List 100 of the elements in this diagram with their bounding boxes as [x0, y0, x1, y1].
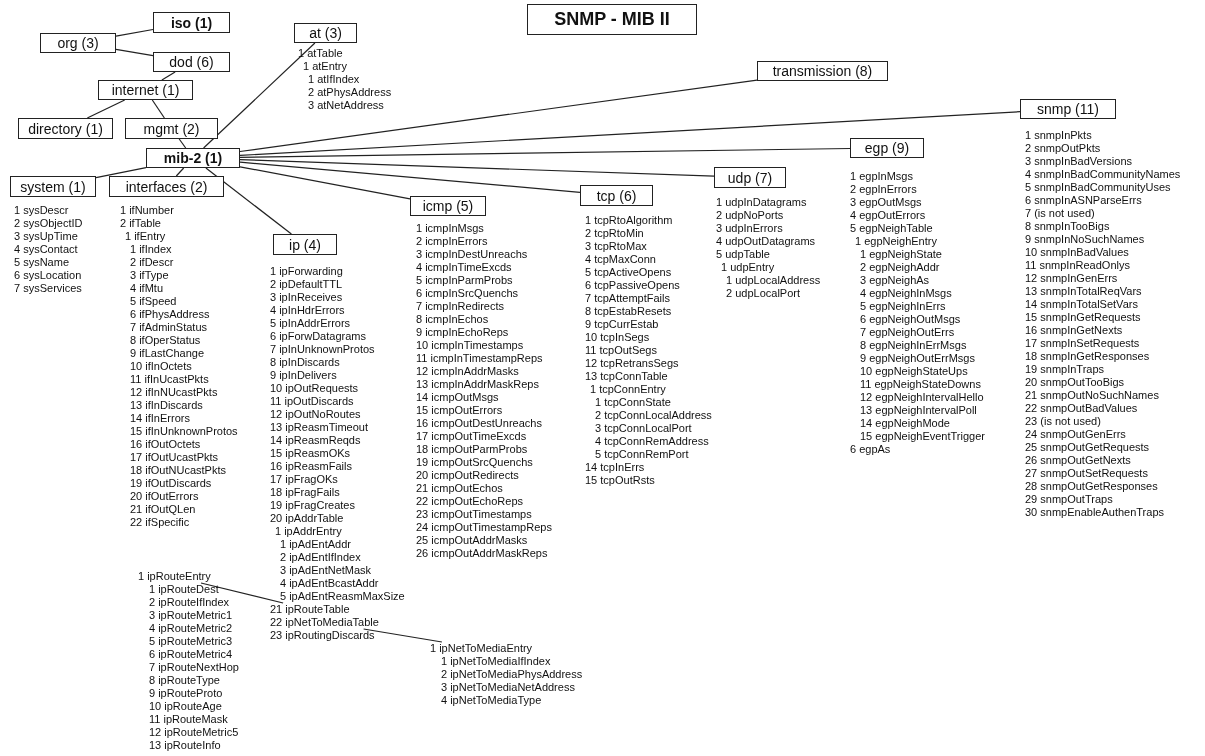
- mib-object-label: 1 sysDescr: [14, 204, 70, 217]
- mib-object-label: 5 ipRouteMetric3: [148, 635, 234, 648]
- mib-object-label: 15 tcpOutRsts: [585, 474, 656, 487]
- mib-object-label: 1 ipRouteEntry: [138, 570, 211, 583]
- mib-object-label: 2 ipDefaultTTL: [270, 278, 344, 291]
- mib-object-label: 13 ifInDiscards: [129, 399, 204, 412]
- mib-object-label: 2 tcpConnLocalAddress: [594, 409, 712, 422]
- mib-object-label: 25 icmpOutAddrMasks: [416, 534, 529, 547]
- node-box: snmp (11): [1020, 99, 1116, 119]
- connector-line: [115, 48, 154, 57]
- mib-object-label: 27 snmpOutSetRequests: [1025, 467, 1149, 480]
- mib-object-label: 19 snmpInTraps: [1025, 363, 1106, 376]
- mib-object-label: 4 icmpInTimeExcds: [416, 261, 513, 274]
- mib-object-label: 2 icmpInErrors: [416, 235, 489, 248]
- mib-object-label: 1 ipNetToMediaEntry: [430, 642, 533, 655]
- mib-object-label: 6 ipForwDatagrams: [270, 330, 367, 343]
- mib-object-label: 12 tcpRetransSegs: [585, 357, 680, 370]
- mib-object-label: 8 ipInDiscards: [270, 356, 341, 369]
- connector-line: [161, 71, 176, 81]
- node-box: dod (6): [153, 52, 230, 72]
- mib-object-label: 1 atIfIndex: [307, 73, 361, 86]
- connector-line: [239, 79, 758, 153]
- node-box: ip (4): [273, 234, 337, 255]
- mib-object-label: 18 icmpOutParmProbs: [416, 443, 529, 456]
- mib-object-label: 5 snmpInBadCommunityUses: [1025, 181, 1172, 194]
- mib-object-label: 21 ifOutQLen: [129, 503, 197, 516]
- mib-object-label: 3 egpOutMsgs: [850, 196, 923, 209]
- mib-object-label: 7 sysServices: [14, 282, 83, 295]
- mib-object-label: 5 egpNeighInErrs: [859, 300, 947, 313]
- mib-object-label: 12 icmpInAddrMasks: [416, 365, 520, 378]
- mib-object-label: 3 snmpInBadVersions: [1025, 155, 1133, 168]
- mib-object-label: 2 ifDescr: [129, 256, 175, 269]
- mib-object-label: 4 ipInHdrErrors: [270, 304, 346, 317]
- mib-object-label: 7 egpNeighOutErrs: [859, 326, 956, 339]
- mib-object-label: 16 ifOutOctets: [129, 438, 202, 451]
- mib-object-label: 13 egpNeighIntervalPoll: [859, 404, 978, 417]
- mib-object-label: 10 snmpInBadValues: [1025, 246, 1130, 259]
- mib-object-label: 15 egpNeighEventTrigger: [859, 430, 985, 443]
- mib-object-label: 2 snmpOutPkts: [1025, 142, 1102, 155]
- mib-object-label: 9 ipInDelivers: [270, 369, 338, 382]
- mib-object-label: 10 ipOutRequests: [270, 382, 360, 395]
- mib-object-label: 2 ipRouteIfIndex: [148, 596, 231, 609]
- mib-object-label: 7 tcpAttemptFails: [585, 292, 671, 305]
- mib-object-label: 8 snmpInTooBigs: [1025, 220, 1111, 233]
- mib-object-label: 2 egpInErrors: [850, 183, 918, 196]
- mib-object-label: 3 ipAdEntNetMask: [279, 564, 373, 577]
- leader-line: [363, 628, 443, 643]
- mib-object-label: 1 ifNumber: [120, 204, 175, 217]
- mib-object-label: 8 tcpEstabResets: [585, 305, 673, 318]
- mib-object-label: 22 icmpOutEchoReps: [416, 495, 524, 508]
- mib-object-label: 3 ipInReceives: [270, 291, 344, 304]
- mib-object-label: 28 snmpOutGetResponses: [1025, 480, 1159, 493]
- mib-object-label: 1 egpNeighEntry: [854, 235, 938, 248]
- mib-object-label: 10 icmpInTimestamps: [416, 339, 525, 352]
- mib-object-label: 1 tcpConnState: [594, 396, 672, 409]
- mib-object-label: 20 snmpOutTooBigs: [1025, 376, 1126, 389]
- mib-object-label: 2 udpLocalPort: [725, 287, 801, 300]
- mib-object-label: 9 tcpCurrEstab: [585, 318, 660, 331]
- connector-line: [115, 28, 154, 37]
- mib-object-label: 4 tcpMaxConn: [585, 253, 657, 266]
- mib-object-label: 7 ifAdminStatus: [129, 321, 209, 334]
- mib-object-label: 1 atTable: [298, 47, 344, 60]
- mib-object-label: 22 ifSpecific: [129, 516, 191, 529]
- mib-object-label: 3 icmpInDestUnreachs: [416, 248, 529, 261]
- mib-object-label: 22 snmpOutBadValues: [1025, 402, 1139, 415]
- mib-object-label: 14 tcpInErrs: [585, 461, 646, 474]
- mib-object-label: 4 udpOutDatagrams: [716, 235, 817, 248]
- mib-object-label: 6 sysLocation: [14, 269, 83, 282]
- mib-object-label: 7 icmpInRedirects: [416, 300, 506, 313]
- mib-object-label: 2 ifTable: [120, 217, 162, 230]
- mib-object-label: 9 icmpInEchoReps: [416, 326, 510, 339]
- mib-object-label: 6 egpAs: [850, 443, 892, 456]
- mib-object-label: 16 snmpInGetNexts: [1025, 324, 1124, 337]
- mib-object-label: 25 snmpOutGetRequests: [1025, 441, 1151, 454]
- mib-object-label: 19 icmpOutSrcQuenchs: [416, 456, 534, 469]
- mib-object-label: 14 snmpInTotalSetVars: [1025, 298, 1139, 311]
- mib-object-label: 30 snmpEnableAuthenTraps: [1025, 506, 1165, 519]
- mib-object-label: 5 icmpInParmProbs: [416, 274, 514, 287]
- mib-object-label: 2 ipAdEntIfIndex: [279, 551, 362, 564]
- mib-object-label: 12 ipRouteMetric5: [148, 726, 239, 739]
- mib-object-label: 6 ifPhysAddress: [129, 308, 211, 321]
- mib-object-label: 17 ipFragOKs: [270, 473, 339, 486]
- leader-line: [200, 582, 284, 604]
- mib-object-label: 7 ipRouteNextHop: [148, 661, 239, 674]
- mib-object-label: 2 udpNoPorts: [716, 209, 785, 222]
- mib-object-label: 13 icmpInAddrMaskReps: [416, 378, 540, 391]
- mib-object-label: 15 ipReasmOKs: [270, 447, 352, 460]
- mib-object-label: 5 egpNeighTable: [850, 222, 934, 235]
- mib-object-label: 9 egpNeighOutErrMsgs: [859, 352, 976, 365]
- connector-line: [239, 161, 581, 193]
- mib-object-label: 8 ipRouteType: [148, 674, 221, 687]
- connector-line: [239, 159, 715, 177]
- node-box: directory (1): [18, 118, 113, 139]
- mib-object-label: 4 snmpInBadCommunityNames: [1025, 168, 1181, 181]
- mib-object-label: 9 snmpInNoSuchNames: [1025, 233, 1146, 246]
- connector-line: [151, 99, 165, 119]
- mib-object-label: 17 icmpOutTimeExcds: [416, 430, 528, 443]
- mib-object-label: 7 (is not used): [1025, 207, 1096, 220]
- mib-object-label: 6 ipRouteMetric4: [148, 648, 234, 661]
- mib-object-label: 10 ifInOctets: [129, 360, 193, 373]
